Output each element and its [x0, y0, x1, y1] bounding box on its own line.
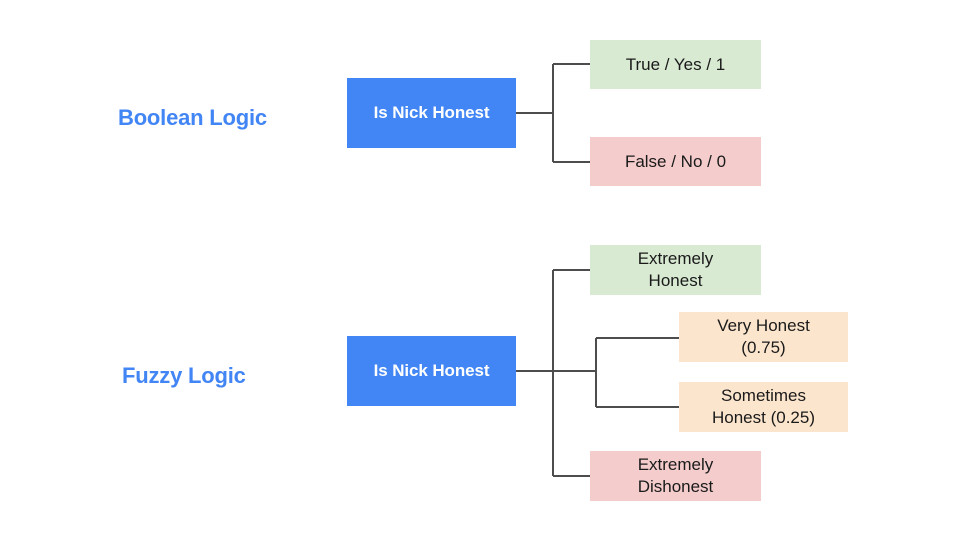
fuzzy-leaf-sometimes-honest-line2: Honest (0.25)	[712, 408, 815, 427]
fuzzy-leaf-extremely-honest[interactable]: Extremely Honest	[590, 245, 761, 295]
section-label-fuzzy: Fuzzy Logic	[122, 363, 246, 388]
fuzzy-leaf-sometimes-honest[interactable]: Sometimes Honest (0.25)	[679, 382, 848, 432]
fuzzy-leaf-extremely-honest-line2: Honest	[648, 271, 703, 290]
fuzzy-leaf-extremely-dishonest-line2: Dishonest	[637, 477, 714, 496]
fuzzy-leaf-extremely-dishonest[interactable]: Extremely Dishonest	[590, 451, 761, 501]
boolean-leaf-true[interactable]: True / Yes / 1	[590, 40, 761, 89]
section-label-boolean: Boolean Logic	[118, 105, 267, 130]
fuzzy-leaf-sometimes-honest-line1: Sometimes	[720, 386, 807, 406]
boolean-leaf-false[interactable]: False / No / 0	[590, 137, 761, 186]
fuzzy-leaf-extremely-honest-line1: Extremely	[637, 249, 714, 269]
fuzzy-leaf-very-honest-line1: Very Honest	[717, 316, 810, 336]
fuzzy-root-node[interactable]: Is Nick Honest	[347, 336, 516, 406]
boolean-root-node[interactable]: Is Nick Honest	[347, 78, 516, 148]
fuzzy-leaf-very-honest[interactable]: Very Honest (0.75)	[679, 312, 848, 362]
fuzzy-leaf-very-honest-line2: (0.75)	[741, 338, 786, 357]
fuzzy-leaf-extremely-dishonest-line1: Extremely	[637, 455, 714, 475]
